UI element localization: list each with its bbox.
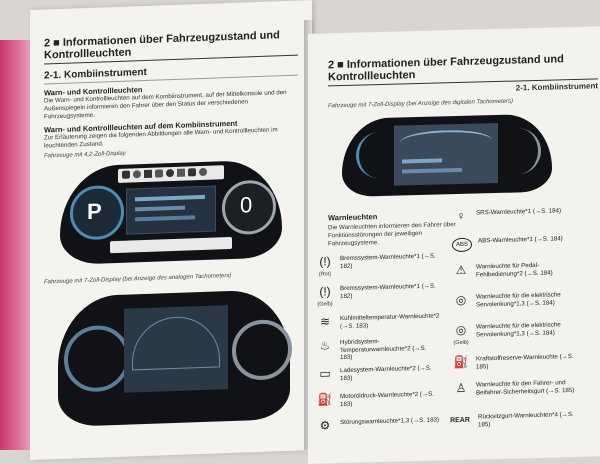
display-bar: [135, 215, 195, 222]
digital-arc: [400, 129, 492, 154]
indicator-icon: [122, 170, 130, 179]
abs-icon: ABS: [452, 237, 472, 253]
indicator-icon: [133, 170, 141, 179]
center-display: [126, 185, 216, 235]
warning-eps-yellow: ◎(Gelb) Warnleuchte für die elektrische …: [452, 321, 576, 350]
display-bar: [135, 194, 205, 202]
warning-label: Ladesystem-Warnleuchte*2 (→S. 183): [340, 364, 432, 382]
indicator-icon: [188, 168, 196, 177]
right-chapter-title: 2 ■ Informationen über Fahrzeugzustand u…: [328, 52, 598, 87]
warning-oil-pressure: ⛽ Motoröldruck-Warnleuchte*2 (→S. 183): [316, 390, 440, 408]
warning-label: Bremssystem-Warnleuchte*1 (→S. 182): [340, 252, 436, 270]
warning-label: Warnleuchte für die elektrische Servolen…: [476, 291, 561, 309]
airbag-icon: ♀: [456, 208, 466, 224]
warning-label: Rücksitzgurt-Warnleuchten*4 (→S. 185): [478, 410, 574, 428]
indicator-icon: [177, 168, 185, 177]
oil-can-icon: ⛽: [317, 392, 333, 407]
fuel-pump-icon: ⛽: [453, 354, 469, 370]
display-bar: [402, 158, 442, 164]
battery-icon: ▭: [319, 366, 331, 381]
warning-label: Warnleuchte für den Fahrer- und Beifahre…: [476, 379, 575, 397]
display-bar: [402, 167, 462, 174]
left-gauge: [64, 324, 130, 393]
cluster-7-inch-digital: [342, 113, 552, 198]
warning-hybrid-temp: ♨ Hybridsystem-Temperaturwarnleuchte*2 (…: [316, 336, 440, 362]
steering-wheel-icon: ◎(Gelb): [453, 322, 469, 347]
right-page: 2 ■ Informationen über Fahrzeugzustand u…: [308, 26, 600, 464]
cluster-7-inch-analog: [58, 288, 292, 428]
seatbelt-icon: ♙: [455, 380, 467, 396]
right-dial: 0: [222, 179, 276, 236]
center-display-7: [124, 305, 228, 393]
rear-seatbelt-icon: REAR: [450, 416, 470, 425]
cluster-4-2-inch: P 0: [60, 159, 282, 265]
warning-label: Hybridsystem-Temperaturwarnleuchte*2 (→S…: [340, 338, 427, 362]
pedal-warning-icon: ⚠: [455, 262, 467, 278]
right-caption: Fahrzeuge mit 7-Zoll-Display (bei Anzeig…: [328, 98, 513, 110]
indicator-icon: [144, 169, 152, 179]
warning-brake-yellow: (!)(Gelb) Bremssystem-Warnleuchte*1 (→S.…: [316, 282, 440, 311]
warnings-paragraph: Die Warnleuchten informieren den Fahrer …: [328, 221, 456, 248]
left-chapter-title: 2 ■ Informationen über Fahrzeugzustand u…: [44, 28, 298, 65]
gear-indicator: P: [87, 198, 102, 225]
coolant-icon: ≋: [319, 314, 331, 329]
warning-coolant: ≋ Kühlmitteltemperatur-Warnleuchte*2 (→S…: [316, 312, 440, 330]
right-arc: [504, 127, 541, 175]
speed-arc: [132, 315, 220, 371]
warning-label: Bremssystem-Warnleuchte*1 (→S. 182): [340, 282, 436, 300]
warning-malfunction: ⚙ Störungswarnleuchte*1,3 (→S. 183): [316, 416, 440, 432]
warning-abs: ABS ABS-Warnleuchte*1 (→S. 184): [452, 235, 578, 253]
brake-warning-icon: (!)(Rot): [318, 254, 332, 278]
warning-label: Warnleuchte für Pedal-Fehlbedienung*2 (→…: [476, 261, 553, 279]
warning-label: Warnleuchte für die elektrische Servolen…: [476, 321, 561, 339]
warning-rear-belt: REAR Rücksitzgurt-Warnleuchten*4 (→S. 18…: [448, 411, 578, 429]
left-caption-2: Fahrzeuge mit 7-Zoll-Display (bei Anzeig…: [44, 272, 232, 286]
warning-label: ABS-Warnleuchte*1 (→S. 184): [478, 235, 563, 245]
left-arc: [356, 131, 393, 179]
indicator-strip: [118, 165, 224, 183]
left-page: 2 ■ Informationen über Fahrzeugzustand u…: [30, 0, 312, 460]
warning-pedal: ⚠ Warnleuchte für Pedal-Fehlbedienung*2 …: [452, 261, 576, 279]
indicator-icon: [166, 168, 174, 178]
warning-label: Störungswarnleuchte*1,3 (→S. 183): [340, 416, 440, 427]
warning-eps: ◎ Warnleuchte für die elektrische Servol…: [452, 291, 576, 309]
warning-seatbelt: ♙ Warnleuchte für den Fahrer- und Beifah…: [452, 379, 576, 397]
display-bar: [135, 205, 185, 212]
speed-indicator: 0: [240, 192, 253, 218]
warning-brake-red: (!)(Rot) Bremssystem-Warnleuchte*1 (→S. …: [316, 252, 440, 281]
warning-fuel: ⛽ Kraftstoffreserve-Warnleuchte (→S. 185…: [452, 353, 576, 371]
hybrid-temp-icon: ♨: [319, 338, 331, 353]
engine-icon: ⚙: [319, 418, 331, 433]
warning-label: Motoröldruck-Warnleuchte*2 (→S. 183): [340, 390, 434, 408]
right-gauge: [232, 318, 292, 381]
warning-charging: ▭ Ladesystem-Warnleuchte*2 (→S. 183): [316, 364, 440, 382]
left-dial: P: [70, 184, 124, 241]
warning-label: Kraftstoffreserve-Warnleuchte (→S. 185): [476, 352, 574, 371]
warning-label: Kühlmitteltemperatur-Warnleuchte*2 (→S. …: [340, 312, 440, 330]
brake-warning-icon: (!)(Gelb): [317, 284, 333, 308]
warning-label: SRS-Warnleuchte*1 (→S. 184): [476, 207, 562, 217]
steering-wheel-icon: ◎: [455, 292, 467, 308]
lower-indicator-strip: [110, 236, 232, 254]
indicator-icon: [199, 167, 207, 177]
indicator-icon: [155, 169, 163, 178]
digital-display: [394, 122, 498, 186]
